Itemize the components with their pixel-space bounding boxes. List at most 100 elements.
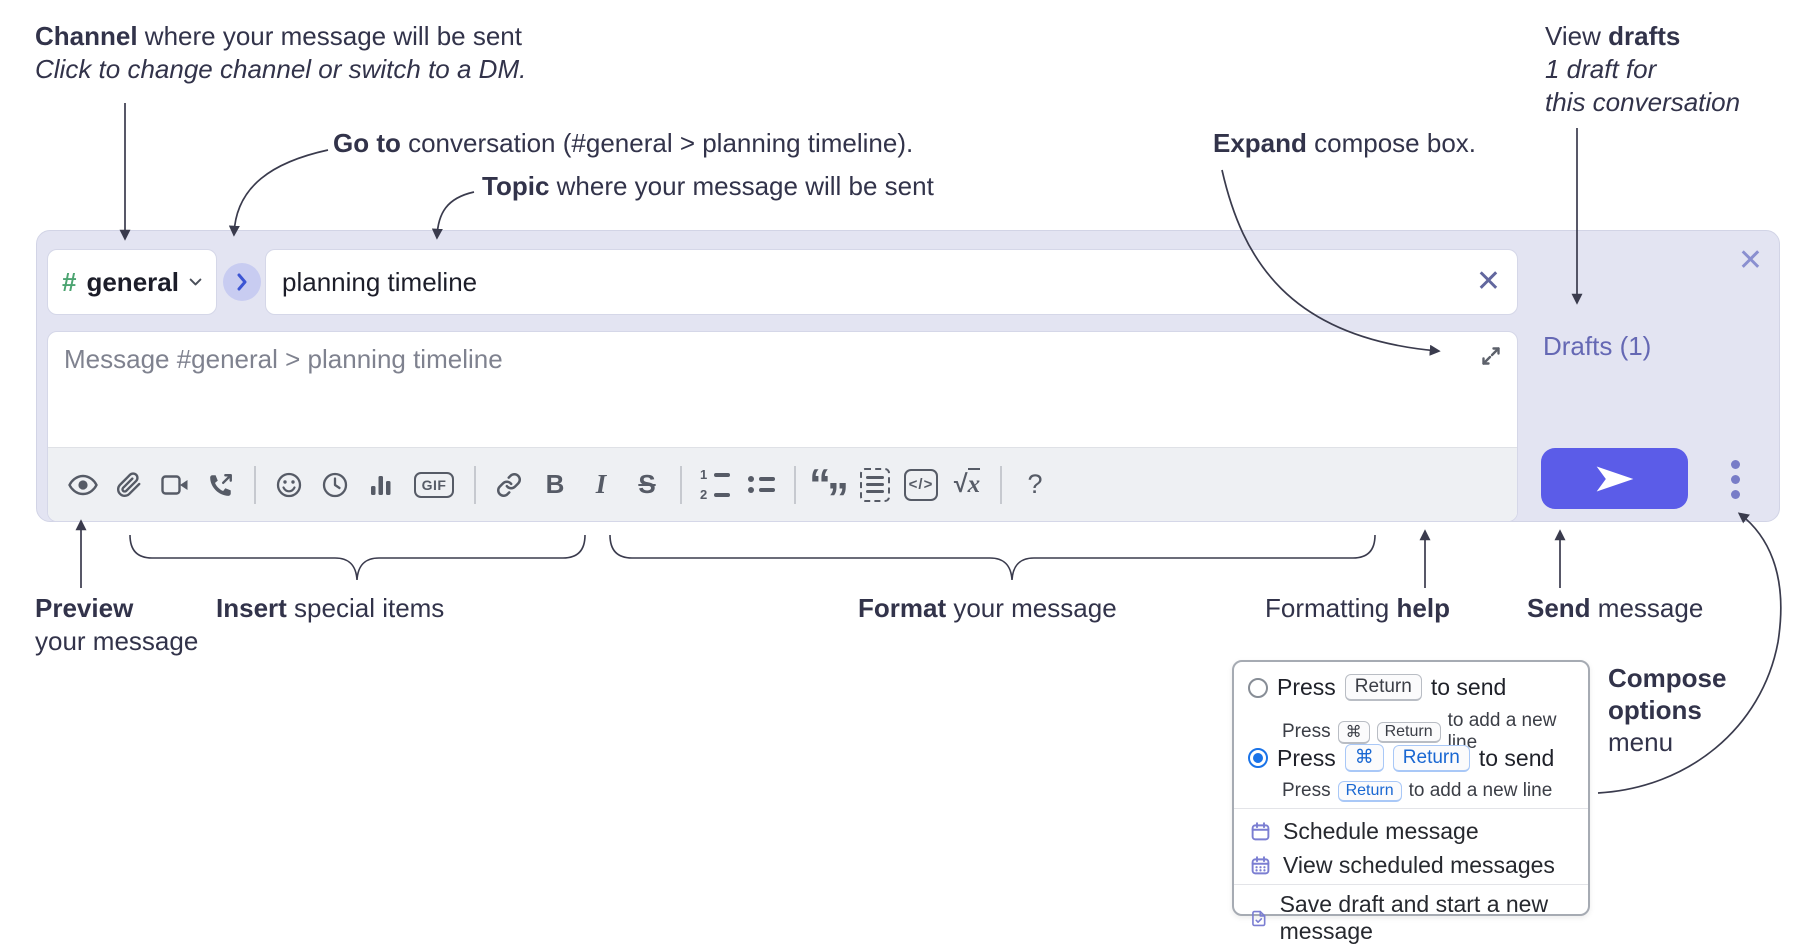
help-annotation-regular: Formatting xyxy=(1265,593,1397,623)
preview-eye-icon[interactable] xyxy=(61,463,105,507)
italic-icon[interactable]: I xyxy=(595,469,607,499)
compose-options-annotation: Compose options menu xyxy=(1608,662,1726,758)
view-drafts-line2: 1 draft for xyxy=(1545,54,1657,84)
send-button[interactable] xyxy=(1541,448,1688,509)
recent-clock-icon[interactable] xyxy=(313,463,357,507)
poll-chart-icon[interactable] xyxy=(359,463,403,507)
strikethrough-icon[interactable]: S xyxy=(638,469,656,499)
ordered-list-icon[interactable]: 1 2 xyxy=(693,463,737,507)
compose-options-button[interactable] xyxy=(1715,453,1755,505)
topic-annotation: Topic where your message will be sent xyxy=(482,170,934,203)
bold-icon[interactable]: B xyxy=(545,469,565,499)
close-compose-icon[interactable]: ✕ xyxy=(1737,244,1763,277)
dots-icon xyxy=(1730,459,1740,469)
goto-connector xyxy=(228,149,329,237)
view-drafts-bold: drafts xyxy=(1608,21,1681,51)
topic-input-wrap: ✕ xyxy=(265,249,1518,315)
formatting-help-icon[interactable]: ? xyxy=(1027,469,1043,499)
send-option-return-sub: Press ⌘ Return to add a new line xyxy=(1282,710,1557,753)
expand-annotation: Expand compose box. xyxy=(1213,127,1476,160)
goto-annotation: Go to conversation (#general > planning … xyxy=(333,127,913,160)
format-annotation-bold: Format xyxy=(858,593,947,623)
help-annotation: Formatting help xyxy=(1265,592,1450,625)
radio-unselected-icon[interactable] xyxy=(1248,677,1268,698)
cmd-key: ⌘ xyxy=(1344,744,1384,772)
code-icon[interactable]: </> xyxy=(899,463,943,507)
toolbar-divider xyxy=(794,465,796,504)
toolbar-divider xyxy=(680,465,682,504)
topic-annotation-rest: where your message will be sent xyxy=(549,171,934,201)
view-drafts-regular: View xyxy=(1545,21,1609,51)
channel-annotation-bold: Channel xyxy=(35,21,138,51)
calendar-icon xyxy=(1251,822,1270,841)
insert-annotation-rest: special items xyxy=(286,593,445,623)
message-placeholder: Message #general > planning timeline xyxy=(64,344,503,374)
menu-item-view-scheduled[interactable]: View scheduled messages xyxy=(1250,852,1555,879)
menu-item-save-draft[interactable]: Save draft and start a new message xyxy=(1250,891,1588,944)
preview-annotation-bold: Preview xyxy=(35,593,134,623)
drafts-link[interactable]: Drafts (1) xyxy=(1543,331,1652,361)
message-box[interactable]: Message #general > planning timeline xyxy=(47,331,1518,522)
compose-panel: # general ✕ ✕ Message #general > plannin… xyxy=(36,230,1780,522)
cmd-key: ⌘ xyxy=(1337,720,1370,744)
calendar-list-icon xyxy=(1251,856,1270,875)
send-plane-icon xyxy=(1596,466,1633,491)
link-icon[interactable] xyxy=(487,463,531,507)
bullet-list-icon[interactable] xyxy=(739,463,783,507)
chevron-right-icon xyxy=(237,273,247,291)
channel-annotation-rest: where your message will be sent xyxy=(137,21,522,51)
compose-toolbar: GIF B I S 1 2 xyxy=(48,447,1517,521)
menu-item-schedule-message[interactable]: Schedule message xyxy=(1250,818,1479,845)
channel-annotation-line2: Click to change channel or switch to a D… xyxy=(35,54,527,84)
emoji-icon[interactable] xyxy=(267,463,311,507)
send-annotation-rest: message xyxy=(1590,593,1704,623)
chevron-down-icon xyxy=(189,278,202,286)
topic-annotation-bold: Topic xyxy=(482,171,550,201)
compose-options-regular: menu xyxy=(1608,727,1674,757)
return-key: Return xyxy=(1392,744,1470,772)
view-drafts-line3: this conversation xyxy=(1545,87,1741,117)
toolbar-divider xyxy=(1000,465,1002,504)
channel-name: general xyxy=(86,266,179,297)
draft-check-icon xyxy=(1252,910,1266,926)
view-drafts-annotation: View drafts 1 draft for this conversatio… xyxy=(1545,20,1740,119)
goto-conversation-button[interactable] xyxy=(223,263,261,301)
return-key: Return xyxy=(1337,780,1402,802)
help-annotation-bold: help xyxy=(1396,593,1450,623)
compose-options-bold1: Compose xyxy=(1608,663,1727,693)
send-option-cmd-return[interactable]: Press ⌘ Return to send xyxy=(1248,744,1554,772)
clear-topic-icon[interactable]: ✕ xyxy=(1475,265,1501,298)
compose-options-bold2: options xyxy=(1608,695,1702,725)
insert-brace xyxy=(129,534,586,581)
preview-annotation-line2: your message xyxy=(35,626,199,656)
expand-compose-icon[interactable] xyxy=(1479,344,1503,373)
topic-input[interactable] xyxy=(266,266,1460,298)
goto-annotation-rest: conversation (#general > planning timeli… xyxy=(400,128,914,158)
send-annotation-bold: Send xyxy=(1527,593,1591,623)
insert-annotation: Insert special items xyxy=(216,592,444,625)
send-option-return[interactable]: Press Return to send xyxy=(1248,674,1506,701)
send-option-cmd-return-sub: Press Return to add a new line xyxy=(1282,780,1553,802)
menu-divider xyxy=(1234,808,1588,809)
attach-paperclip-icon[interactable] xyxy=(107,463,151,507)
compose-options-menu: Press Return to send Press ⌘ Return to a… xyxy=(1232,660,1590,944)
audio-call-icon[interactable] xyxy=(199,463,243,507)
code-block-icon[interactable] xyxy=(853,463,897,507)
toolbar-divider xyxy=(474,465,476,504)
radio-selected-icon[interactable] xyxy=(1248,748,1268,768)
formula-icon[interactable]: √x xyxy=(953,468,981,498)
insert-annotation-bold: Insert xyxy=(216,593,287,623)
return-key: Return xyxy=(1344,674,1422,701)
video-icon[interactable] xyxy=(153,463,197,507)
gif-icon[interactable]: GIF xyxy=(405,463,463,507)
channel-selector[interactable]: # general xyxy=(47,249,217,315)
format-annotation-rest: your message xyxy=(946,593,1117,623)
format-annotation: Format your message xyxy=(858,592,1117,625)
expand-annotation-bold: Expand xyxy=(1213,128,1307,158)
blockquote-icon[interactable]: “” xyxy=(809,459,849,522)
channel-hash-icon: # xyxy=(62,266,77,297)
format-brace xyxy=(609,534,1376,581)
send-annotation: Send message xyxy=(1527,592,1703,625)
toolbar-divider xyxy=(254,465,256,504)
return-key: Return xyxy=(1376,721,1441,743)
